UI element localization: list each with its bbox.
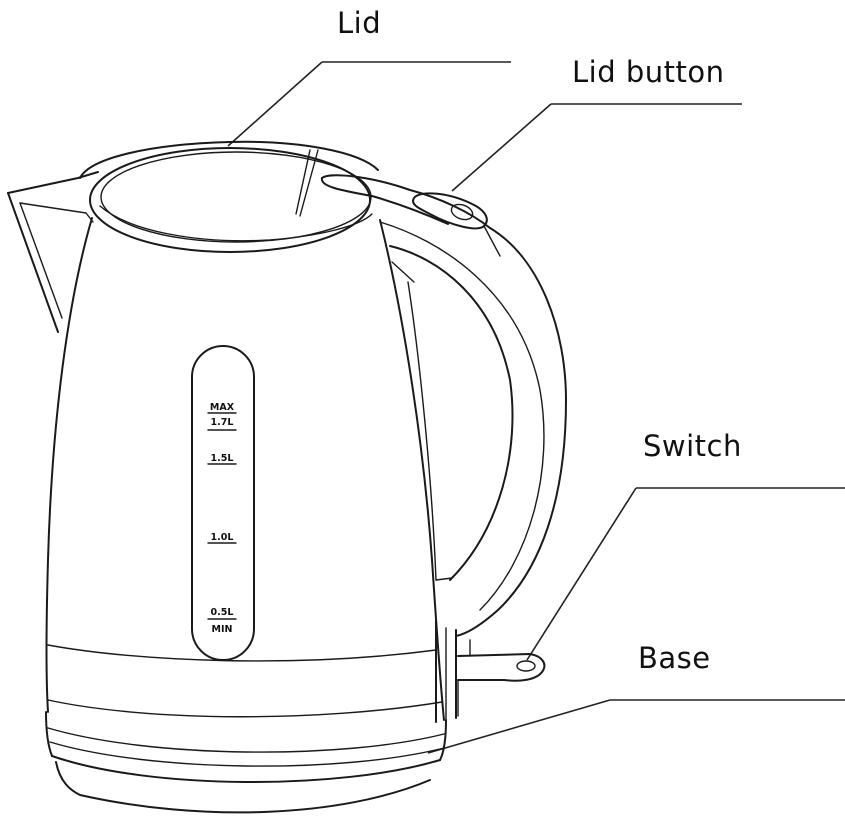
switch bbox=[458, 640, 544, 716]
mark-1-label: 1.5L bbox=[211, 453, 234, 464]
max-label: MAX bbox=[210, 402, 235, 413]
lid bbox=[80, 142, 378, 252]
water-level-window: MAX 1.7L 1.5L 1.0L 0.5L MIN bbox=[192, 346, 254, 660]
handle bbox=[322, 175, 566, 722]
lid-button-leader bbox=[452, 104, 742, 191]
base-leader bbox=[428, 700, 845, 753]
spout bbox=[8, 172, 98, 332]
mark-2-label: 1.0L bbox=[211, 532, 234, 543]
kettle-body bbox=[47, 218, 445, 720]
kettle-base bbox=[46, 712, 446, 812]
mark-3-label: 0.5L bbox=[211, 607, 234, 618]
lid-leader bbox=[228, 62, 511, 146]
lid-label: Lid bbox=[337, 6, 381, 40]
base-label: Base bbox=[638, 641, 711, 675]
lid-button-label: Lid button bbox=[572, 55, 725, 89]
min-label: MIN bbox=[212, 624, 233, 635]
max-volume-label: 1.7L bbox=[211, 417, 234, 428]
switch-label: Switch bbox=[643, 429, 742, 463]
switch-leader bbox=[527, 488, 845, 660]
